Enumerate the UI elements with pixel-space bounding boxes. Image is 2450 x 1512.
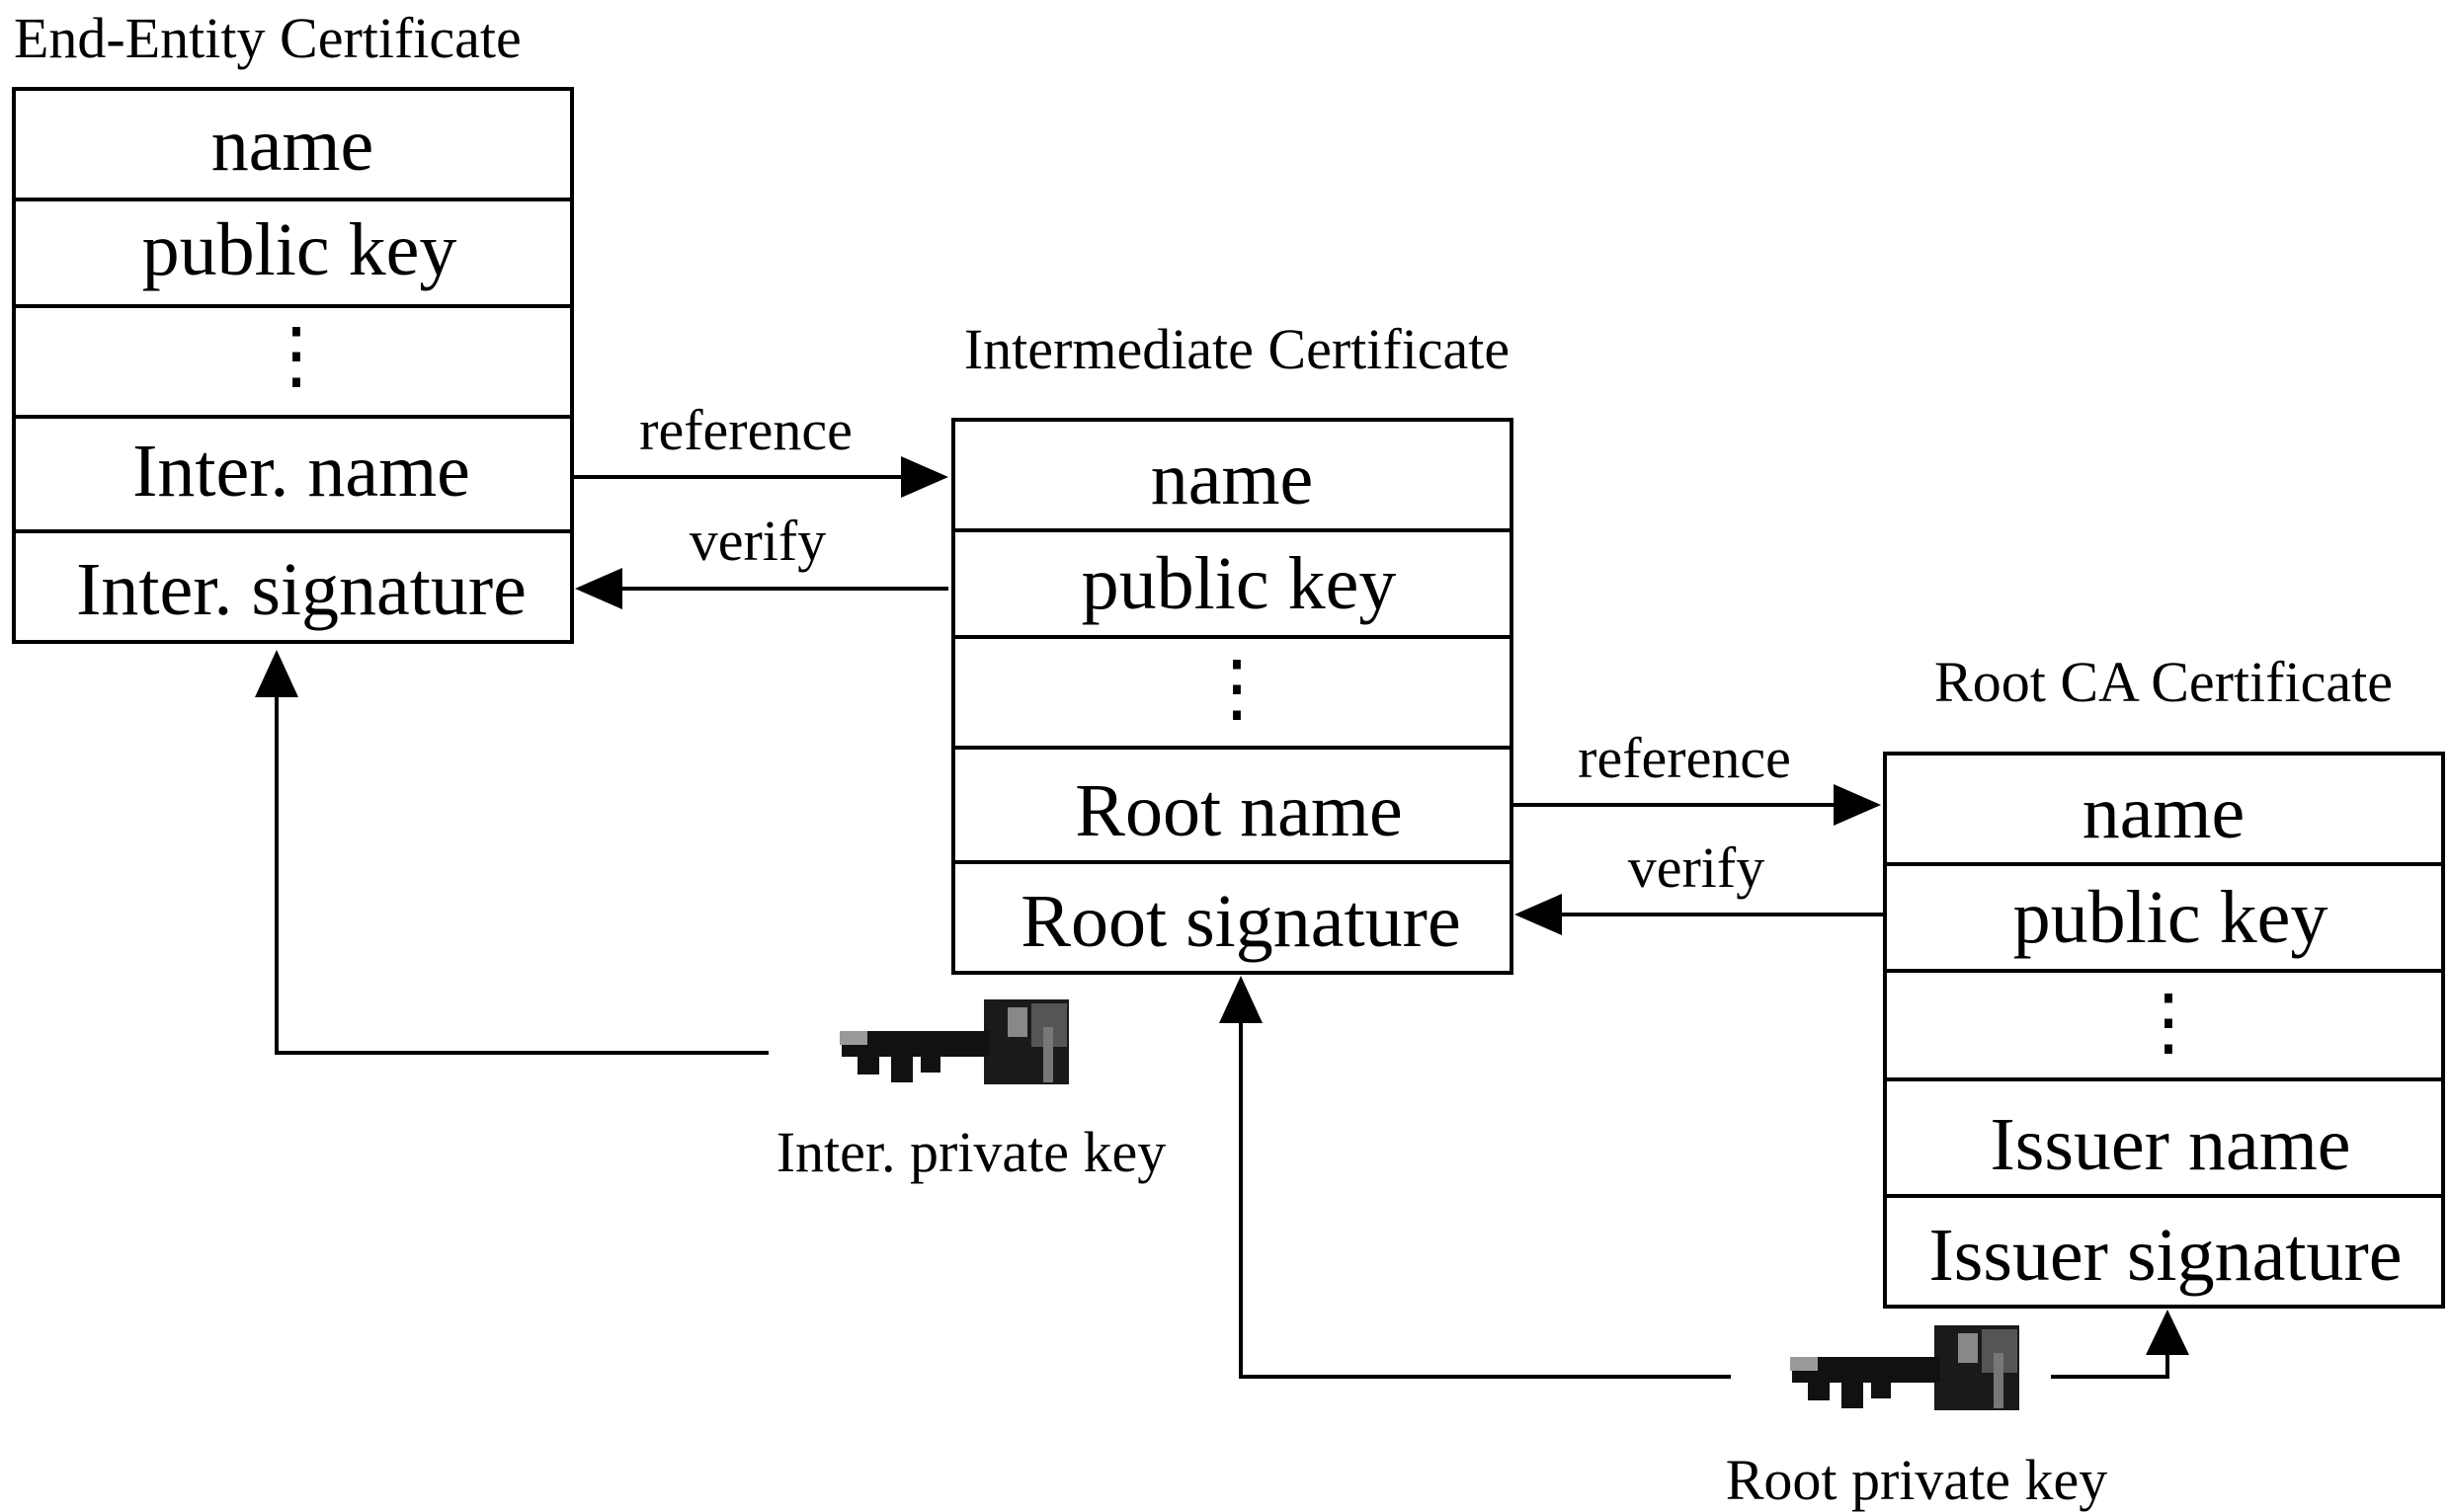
root-field-name: name xyxy=(2082,771,2246,854)
arrow-root-key-signs-inter xyxy=(1219,976,1731,1379)
root-field-issuer-name: Issuer name xyxy=(1990,1103,2350,1186)
intermediate-field-public-key: public key xyxy=(1082,542,1397,625)
end-entity-field-name: name xyxy=(211,104,374,187)
verify-label-1: verify xyxy=(690,509,827,573)
inter-private-key-icon xyxy=(840,999,1069,1084)
arrow-root-to-inter-verify: verify xyxy=(1514,836,1885,935)
intermediate-field-name: name xyxy=(1151,438,1314,520)
arrow-inter-to-ee-verify: verify xyxy=(575,509,948,609)
end-entity-title: End-Entity Certificate xyxy=(14,6,522,70)
intermediate-field-ellipsis: ⋮ xyxy=(1199,647,1274,730)
root-field-issuer-signature: Issuer signature xyxy=(1928,1214,2402,1297)
root-field-public-key: public key xyxy=(2013,876,2328,959)
intermediate-field-root-signature: Root signature xyxy=(1021,880,1460,963)
end-entity-field-inter-signature: Inter. signature xyxy=(76,548,527,631)
intermediate-field-root-name: Root name xyxy=(1075,769,1402,852)
root-box xyxy=(1883,752,2445,1309)
verify-label-2: verify xyxy=(1628,836,1765,900)
intermediate-certificate: Intermediate Certificate name public key… xyxy=(951,317,1513,975)
inter-private-key-label: Inter. private key xyxy=(776,1120,1167,1184)
end-entity-field-ellipsis: ⋮ xyxy=(259,314,334,397)
end-entity-field-inter-name: Inter. name xyxy=(132,430,470,513)
end-entity-box xyxy=(12,87,574,644)
arrow-root-key-signs-root xyxy=(2051,1310,2189,1379)
reference-label-2: reference xyxy=(1578,726,1791,790)
end-entity-field-public-key: public key xyxy=(142,208,457,291)
arrow-inter-key-signs-ee xyxy=(255,650,769,1055)
end-entity-certificate: End-Entity Certificate name public key ⋮… xyxy=(12,6,574,644)
arrow-ee-to-inter-reference: reference xyxy=(572,398,948,498)
root-ca-certificate: Root CA Certificate name public key ⋮ Is… xyxy=(1883,650,2445,1309)
reference-label-1: reference xyxy=(639,398,853,462)
root-field-ellipsis: ⋮ xyxy=(2131,981,2206,1064)
root-title: Root CA Certificate xyxy=(1934,650,2393,714)
root-private-key-icon xyxy=(1790,1325,2019,1410)
root-private-key-label: Root private key xyxy=(1726,1448,2108,1512)
arrow-inter-to-root-reference: reference xyxy=(1511,726,1881,826)
intermediate-box xyxy=(951,418,1513,975)
intermediate-title: Intermediate Certificate xyxy=(964,317,1510,381)
